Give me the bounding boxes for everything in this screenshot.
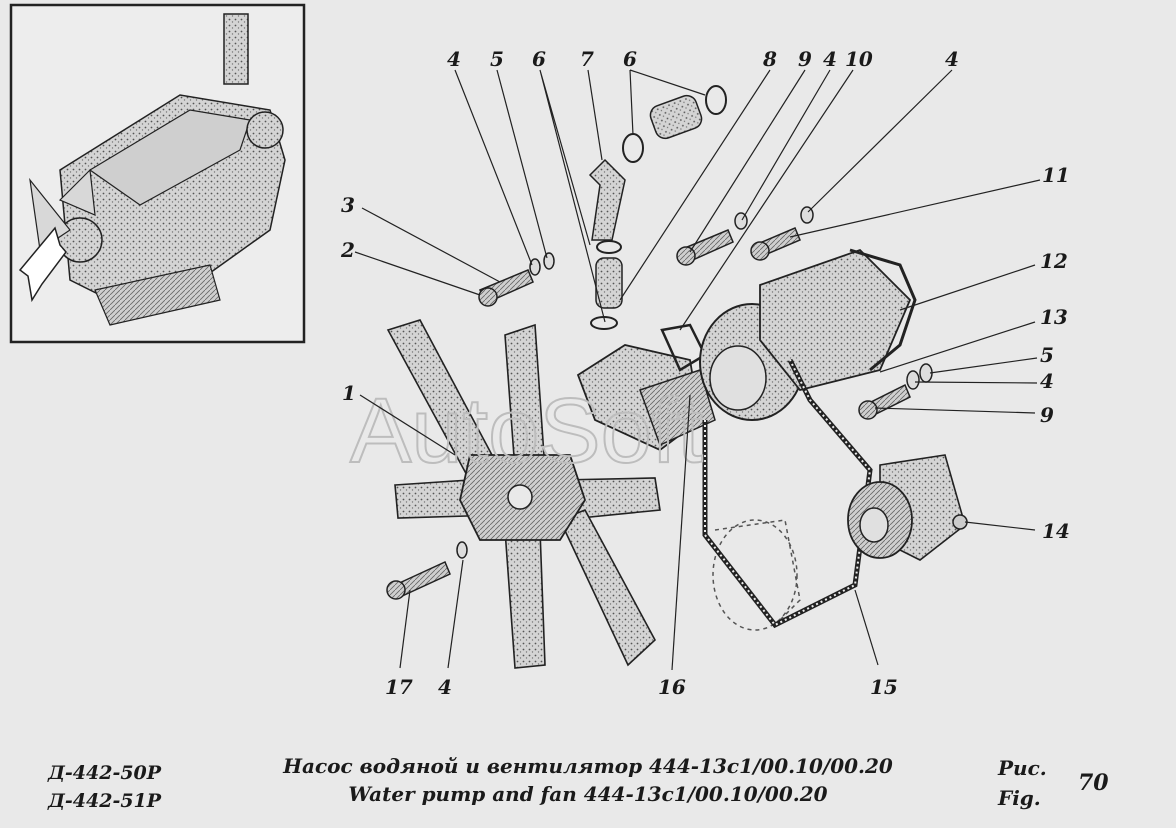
callout-5: 5	[1040, 343, 1054, 367]
water-pump	[576, 248, 917, 452]
figure-label-ru: Рис.	[998, 756, 1047, 780]
callout-12: 12	[1040, 249, 1068, 273]
callout-8: 8	[762, 47, 777, 71]
callout-9: 9	[1040, 403, 1054, 427]
callout-4: 4	[438, 675, 452, 699]
leader-lines	[354, 69, 1041, 671]
callout-11: 11	[1042, 163, 1070, 187]
callout-7: 7	[580, 47, 594, 71]
callout-15: 15	[870, 675, 898, 699]
callout-4: 4	[1040, 369, 1054, 393]
belt-drive	[702, 358, 968, 631]
callout-10: 10	[845, 47, 873, 71]
figure-title: Насос водяной и вентилятор 444-13с1/00.1…	[0, 754, 1176, 806]
callout-13: 13	[1040, 305, 1068, 329]
figure-title-en: Water pump and fan 444-13с1/00.10/00.20	[348, 782, 828, 806]
fan	[386, 319, 661, 669]
callout-1: 1	[342, 381, 356, 405]
engine-model-1: Д-442-50Р	[48, 762, 162, 784]
figure-title-ru: Насос водяной и вентилятор 444-13с1/00.1…	[283, 754, 893, 778]
figure-label-en: Fig.	[998, 786, 1041, 810]
view-direction-arrow	[18, 226, 67, 303]
callout-6: 6	[532, 47, 546, 71]
callout-2: 2	[340, 238, 355, 262]
bolts-and-washers	[386, 206, 933, 600]
callout-labels: 1 2 3 4 5 6 7 6 8 9 4 10 4 11 12 13 5 4 …	[340, 47, 1070, 699]
callout-14: 14	[1042, 519, 1070, 543]
callout-5: 5	[490, 47, 504, 71]
engine-overview-inset	[9, 3, 306, 344]
callout-17: 17	[385, 675, 413, 699]
callout-6: 6	[623, 47, 637, 71]
figure-number: 70	[1078, 770, 1109, 796]
callout-3: 3	[341, 193, 355, 217]
callout-4: 4	[945, 47, 959, 71]
callout-4: 4	[447, 47, 461, 71]
hoses-and-clamps	[588, 85, 727, 330]
callout-9: 9	[798, 47, 812, 71]
watermark: AutoSoft	[350, 380, 703, 482]
callout-16: 16	[658, 675, 686, 699]
engine-model-2: Д-442-51Р	[48, 790, 162, 812]
callout-4: 4	[823, 47, 837, 71]
